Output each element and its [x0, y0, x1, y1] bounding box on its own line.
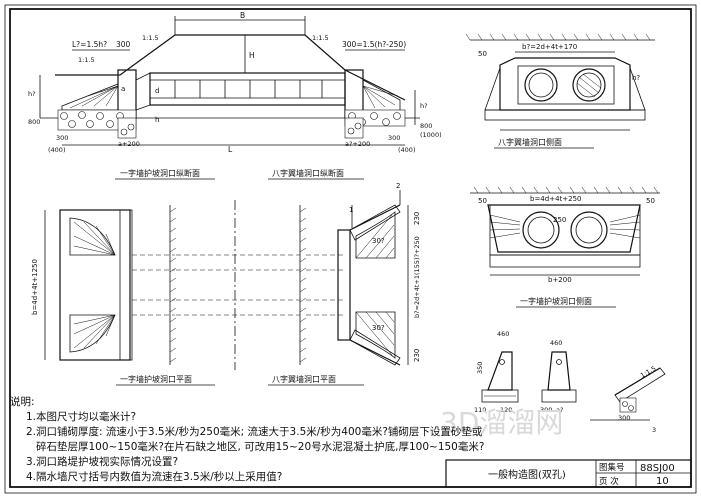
wing-wall-side-labels: 50 b?=2d+4t+170 h? 八字翼墙洞口侧面 — [478, 43, 640, 147]
one-line-wall-side-view — [470, 186, 660, 276]
page-number-label: 页 次 — [599, 476, 619, 487]
section-title-5: 八字翼墙洞口平面 — [272, 374, 336, 384]
dim-300e: 300 — [540, 406, 552, 414]
dim-d: d — [155, 87, 159, 95]
note-1: 1.本图尺寸均以毫米计? — [26, 411, 137, 423]
slope-label-4: 1:1.5 — [639, 364, 657, 379]
dim-800-left: 800 — [28, 118, 40, 126]
dim-50c: 50 — [646, 197, 655, 205]
dim-230-bottom: 230 — [413, 349, 421, 362]
title-block-text: 一般构造图(双孔) 图集号 88SJ00 页 次 10 — [488, 462, 675, 487]
wing-wall-side-view — [465, 33, 655, 131]
dim-300f: 300 — [618, 414, 630, 422]
angle-30-top: 30? — [372, 237, 385, 245]
wall-detail-labels: 460 460 350 110 120 300 a? 300 1:1.5 3 — [474, 330, 657, 434]
section-title-2: 八字翼墙洞口纵断面 — [272, 168, 344, 178]
outer-frame — [4, 4, 697, 494]
dim-300d: 300 — [388, 134, 400, 142]
dim-h: h — [155, 116, 159, 124]
note-2: 2.洞口铺砌厚度: 流速小于3.5米/秒为250毫米; 流速大于3.5米/秒为4… — [26, 426, 483, 438]
dim-120: 120 — [500, 406, 512, 414]
dim-350: 350 — [476, 362, 484, 374]
watermark: 3D溜溜网 — [440, 406, 563, 439]
dim-300c: 300 — [56, 134, 68, 142]
dim-300-formula: 300=1.5(h?-250) — [342, 40, 406, 49]
dim-L2: L?=1.5h? — [72, 40, 107, 49]
dim-h2-side: h? — [632, 74, 640, 82]
dim-230-top: 230 — [413, 212, 421, 225]
dim-1000: (1000) — [420, 131, 442, 139]
one-line-wall-plan-view — [44, 200, 300, 370]
left-riprap — [61, 83, 119, 111]
atlas-number: 88SJ00 — [640, 463, 675, 474]
dim-800-right: 800 — [420, 122, 432, 130]
slope-label-3: 1:1.5 — [78, 56, 95, 64]
page-number: 10 — [656, 476, 669, 487]
dim-a200: a+200 — [118, 140, 140, 148]
note-2-cont: 碎石垫层厚100~150毫米?在片石缺之地区, 可改用15~20号水泥混凝土护底… — [36, 441, 485, 453]
stone-foundation-right — [344, 109, 406, 139]
dim-H: H — [249, 51, 255, 60]
pipe-left-outer — [524, 68, 558, 102]
drawing-title: 一般构造图(双孔) — [488, 468, 566, 481]
one-line-wall-side-labels: 50 b=4d+4t+250 250 50 b+200 一字墙护坡洞口侧面 — [478, 195, 655, 306]
dim-110: 110 — [474, 406, 486, 414]
dim-460b: 460 — [550, 339, 562, 347]
dim-B: B — [240, 11, 245, 20]
one-line-wall-plan-labels: b=4d+4t+1250 一字墙护坡洞口平面 — [31, 259, 192, 384]
stone-foundation-left — [57, 109, 137, 139]
section-title-4: 一字墙护坡洞口平面 — [120, 374, 192, 384]
longitudinal-section-labels: B H L L?=1.5h? 300 1:1.5 1:1.5 1:1.5 300… — [28, 11, 442, 178]
inner-frame — [9, 8, 692, 488]
section-title-1: 一字墙护坡洞口纵断面 — [120, 168, 200, 178]
culvert-body — [149, 72, 346, 106]
mark-2: 2 — [396, 182, 400, 190]
dim-300a: 300 — [116, 40, 131, 49]
dim-a: a — [121, 85, 125, 93]
wing-wall-plan-view — [299, 190, 409, 366]
dim-400-left: (400) — [48, 146, 65, 154]
section-title-6: 一字墙护坡洞口侧面 — [520, 296, 592, 306]
dim-b2-1250: b?=2d+4t+1(155)?+250 — [413, 236, 421, 318]
angle-30-bottom: 30? — [372, 324, 385, 332]
dim-400-right: (400) — [398, 146, 415, 154]
atlas-number-label: 图集号 — [599, 462, 625, 473]
slope-label-2: 1:1.5 — [312, 34, 329, 42]
mark-1: 1 — [349, 206, 353, 214]
title-block — [445, 459, 692, 488]
dim-h2-left: h? — [28, 90, 36, 98]
dim-a2: a? — [556, 406, 563, 414]
dim-a2-200: a?+200 — [345, 140, 370, 148]
dim-h2-right: h? — [420, 102, 428, 110]
notes-heading: 说明: — [10, 396, 35, 408]
notes-block: 说明: 1.本图尺寸均以毫米计? 2.洞口铺砌厚度: 流速小于3.5米/秒为25… — [10, 395, 485, 485]
dim-50a: 50 — [478, 50, 487, 58]
dim-L: L — [228, 145, 233, 154]
longitudinal-section-view — [39, 16, 420, 146]
dim-b-1250: b=4d+4t+1250 — [31, 259, 39, 315]
dim-250: 250 — [553, 216, 566, 224]
dim-b-width: b=4d+4t+250 — [530, 195, 582, 203]
slope-label-1: 1:1.5 — [142, 34, 159, 42]
section-title-3: 八字翼墙洞口侧面 — [498, 137, 562, 147]
dim-50b: 50 — [478, 197, 487, 205]
wing-wall-plan-labels: 1 2 30? 30? 230 b?=2d+4t+1(155)?+250 230… — [272, 182, 421, 384]
note-3: 3.洞口路堤护坡视实际情况设置? — [26, 456, 179, 468]
dim-b2: b?=2d+4t+170 — [522, 43, 577, 51]
dim-460a: 460 — [497, 330, 509, 338]
pipe-right-outer — [572, 68, 606, 102]
wall-detail-sections — [481, 351, 666, 421]
dim-b200: b+200 — [548, 276, 572, 284]
mark-3: 3 — [652, 426, 656, 434]
note-4: 4.隔水墙尺寸括号内数值为流速在3.5米/秒以上采用值? — [26, 471, 283, 483]
